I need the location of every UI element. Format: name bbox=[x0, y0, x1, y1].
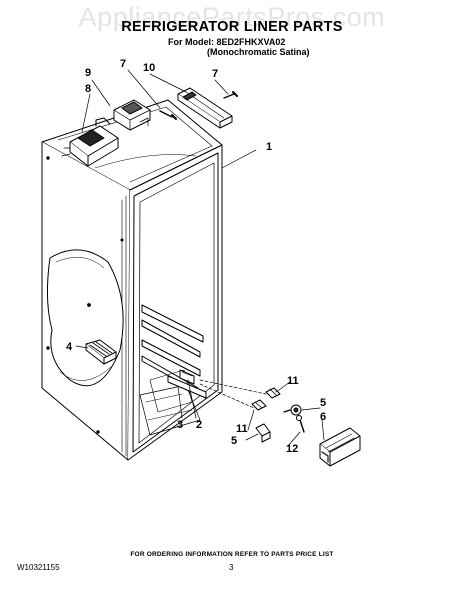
callout-10: 10 bbox=[143, 62, 155, 74]
stopper-part-5b bbox=[255, 423, 271, 443]
watermark-text: AppliancePartsPros.com bbox=[78, 2, 386, 32]
callout-8: 8 bbox=[85, 83, 91, 95]
page-number: 3 bbox=[229, 563, 234, 572]
clip-part-11b bbox=[251, 399, 267, 411]
callout-5b: 5 bbox=[231, 435, 237, 447]
callout-5a: 5 bbox=[320, 397, 326, 409]
trim-piece-part-6 bbox=[319, 427, 361, 467]
stopper-part-5a bbox=[283, 404, 302, 416]
callout-2: 2 bbox=[196, 419, 202, 431]
callout-12: 12 bbox=[286, 443, 298, 455]
callout-7a: 7 bbox=[120, 58, 126, 70]
callout-1: 1 bbox=[266, 141, 272, 153]
bracket-part-9 bbox=[113, 99, 151, 131]
callout-3: 3 bbox=[177, 419, 183, 431]
bracket-part-3 bbox=[167, 375, 207, 399]
ordering-note: FOR ORDERING INFORMATION REFER TO PARTS … bbox=[130, 551, 334, 558]
bracket-part-2 bbox=[179, 369, 195, 385]
callout-6: 6 bbox=[320, 411, 326, 423]
screw-part-7b bbox=[223, 91, 238, 99]
vent-grille-part-4 bbox=[85, 339, 117, 365]
document-number: W10321155 bbox=[17, 563, 60, 572]
callout-11b: 11 bbox=[236, 423, 248, 435]
leader-lines bbox=[75, 69, 325, 447]
callout-9: 9 bbox=[85, 67, 91, 79]
model-number: For Model: 8ED2FHKXVA02 bbox=[168, 37, 286, 47]
screw-part-12 bbox=[296, 415, 305, 433]
callout-11a: 11 bbox=[287, 375, 299, 387]
callout-4: 4 bbox=[66, 341, 73, 353]
light-shield-part-10 bbox=[177, 87, 233, 129]
callout-7b: 7 bbox=[212, 68, 218, 80]
page-title: REFRIGERATOR LINER PARTS bbox=[121, 19, 343, 35]
model-variant: (Monochromatic Satina) bbox=[207, 47, 310, 57]
screw-part-7a bbox=[159, 110, 177, 120]
control-housing-part-8 bbox=[61, 117, 119, 167]
clip-part-11a bbox=[265, 387, 281, 399]
